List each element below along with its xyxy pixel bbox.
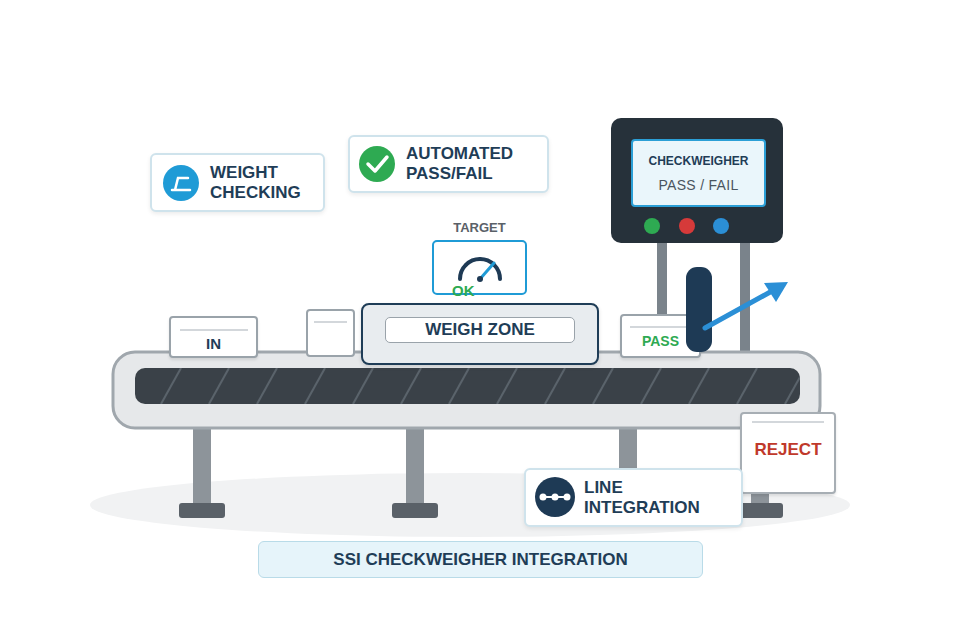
checkweigher-housing	[611, 118, 783, 243]
conveyor-leg	[406, 426, 424, 506]
integration-icon	[535, 477, 575, 517]
caption-band: SSI CHECKWEIGHER INTEGRATION	[258, 541, 703, 578]
gauge-tick	[464, 263, 468, 267]
package-seam	[180, 329, 248, 331]
check-icon	[359, 146, 395, 182]
feature-callout: AUTOMATED PASS/FAIL	[348, 135, 549, 193]
caption-text: SSI CHECKWEIGHER INTEGRATION	[333, 550, 627, 570]
status-light	[713, 218, 729, 234]
support-pole	[740, 240, 750, 355]
callout-text: LINE INTEGRATION	[584, 478, 719, 518]
integration-symbol	[543, 496, 567, 498]
package-label: PASS	[642, 333, 679, 349]
integration-dot	[540, 494, 547, 501]
leg-foot	[179, 503, 225, 518]
gauge-status: OK	[452, 282, 475, 299]
unlabeled-package	[307, 310, 354, 356]
checkweigher-screen: CHECKWEIGHER PASS / FAIL	[631, 139, 766, 207]
weigh-zone: WEIGH ZONE	[361, 303, 599, 365]
gauge-arc	[460, 259, 500, 279]
gauge-hub	[477, 276, 483, 282]
divert-arrowhead	[764, 282, 788, 302]
diverter-arm	[686, 267, 712, 352]
leg-foot	[392, 503, 438, 518]
conveyor-leg	[193, 426, 211, 506]
status-light	[644, 218, 660, 234]
conveyor-belt	[135, 368, 800, 404]
gauge-tick	[492, 263, 496, 267]
callout-text: WEIGHT CHECKING	[210, 163, 320, 203]
gauge-needle	[480, 263, 494, 279]
leg-foot	[737, 503, 783, 518]
divert-arrow	[705, 291, 772, 328]
callout-text: AUTOMATED PASS/FAIL	[406, 144, 536, 184]
bin-seam	[752, 421, 824, 423]
belt-stripes	[135, 368, 800, 404]
package-label: IN	[206, 335, 221, 352]
package-seam	[630, 326, 692, 328]
feature-callout: LINE INTEGRATION	[524, 468, 743, 527]
pass-package: PASS	[620, 314, 701, 358]
gauge-heading: TARGET	[434, 220, 525, 235]
infeed-package: IN	[169, 316, 258, 358]
gauge-tick	[478, 257, 482, 261]
reject-bin: REJECT	[740, 412, 836, 494]
scale-symbol	[172, 178, 190, 190]
bin-label: REJECT	[754, 440, 821, 460]
status-light	[679, 218, 695, 234]
package-seam	[314, 321, 347, 323]
screen-title: CHECKWEIGHER	[648, 154, 748, 168]
check-symbol	[368, 157, 387, 171]
feature-callout: WEIGHT CHECKING	[150, 153, 325, 212]
integration-dot	[552, 494, 559, 501]
zone-label: WEIGH ZONE	[385, 317, 575, 343]
target-gauge: TARGETOK	[432, 240, 527, 295]
scale-icon	[163, 165, 199, 201]
integration-dot	[564, 494, 571, 501]
screen-status: PASS / FAIL	[658, 177, 738, 193]
